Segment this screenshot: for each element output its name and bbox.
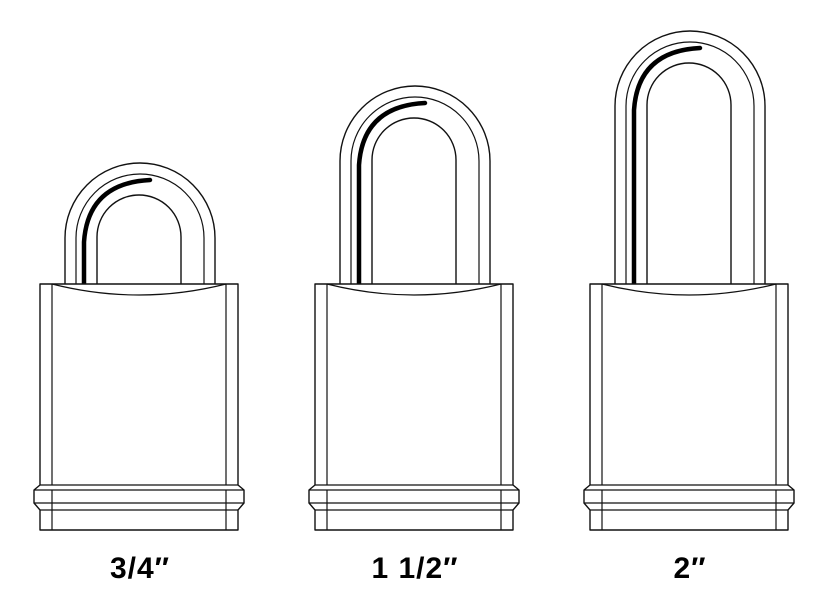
- shackle: [339, 85, 491, 291]
- lock-body: [33, 283, 245, 531]
- lock-body: [583, 283, 795, 531]
- shackle-edge: [75, 173, 205, 290]
- body-top-curve: [51, 283, 227, 296]
- padlock-one-and-half-inch: [308, 85, 520, 531]
- size-label-three-quarter-inch: 3/4″: [109, 552, 171, 585]
- shackle-edge: [625, 41, 755, 290]
- padlock-two-inch: [583, 30, 795, 531]
- shackle-highlight: [631, 45, 703, 289]
- body-top-curve: [326, 283, 502, 296]
- shackle: [614, 30, 766, 291]
- padlock-three-quarter-inch: [33, 162, 245, 531]
- size-label-two-inch: 2″: [673, 552, 707, 585]
- size-label-one-and-half-inch: 1 1/2″: [371, 552, 459, 585]
- shackle-edge: [350, 96, 480, 290]
- body-top-curve: [601, 283, 777, 296]
- shackle-highlight: [356, 100, 428, 289]
- shackle-highlight: [81, 177, 153, 289]
- lock-body: [308, 283, 520, 531]
